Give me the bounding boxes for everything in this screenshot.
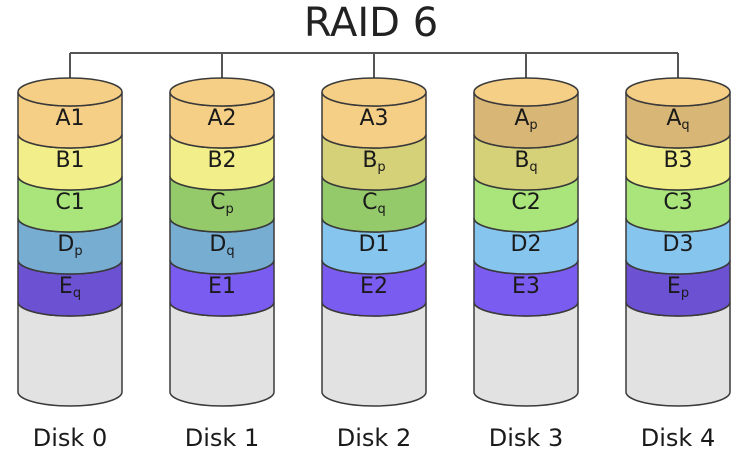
block-label: E2 (360, 274, 388, 299)
diagram-title: RAID 6 (304, 0, 438, 46)
disk-empty-space (473, 301, 579, 407)
block-label: Ap (514, 106, 537, 133)
disk-top-cap (473, 77, 579, 107)
block-label: D3 (663, 232, 694, 257)
block-label: C3 (663, 190, 692, 215)
disk-top-cap (17, 77, 123, 107)
disk-label: Disk 0 (33, 424, 107, 452)
block-label: Aq (666, 106, 689, 133)
block-label: B2 (207, 148, 236, 173)
block-label: Eq (59, 274, 81, 301)
block-label: A3 (359, 106, 388, 131)
block-label: D1 (359, 232, 390, 257)
block-label: B1 (55, 148, 84, 173)
disk-top-cap (625, 77, 731, 107)
disk-empty-space (169, 301, 275, 407)
block-label: A2 (207, 106, 236, 131)
disk-top-cap (169, 77, 275, 107)
block-label: E1 (208, 274, 236, 299)
block-label: Cq (362, 190, 386, 217)
block-label: Cp (210, 190, 234, 217)
disk-label: Disk 1 (185, 424, 259, 452)
block-label: Dp (57, 232, 82, 259)
disk-empty-space (17, 301, 123, 407)
connector-lines (69, 52, 679, 92)
block-label: C2 (511, 190, 540, 215)
disk-label: Disk 4 (641, 424, 715, 452)
block-label: Ep (667, 274, 689, 301)
block-label: Dq (209, 232, 234, 259)
disk-label: Disk 3 (489, 424, 563, 452)
disk-top-cap (321, 77, 427, 107)
disk-empty-space (625, 301, 731, 407)
block-label: Bq (514, 148, 537, 175)
block-label: Bp (362, 148, 385, 175)
block-label: C1 (55, 190, 84, 215)
block-label: E3 (512, 274, 540, 299)
disk-label: Disk 2 (337, 424, 411, 452)
block-label: A1 (55, 106, 84, 131)
block-label: D2 (511, 232, 542, 257)
block-label: B3 (663, 148, 692, 173)
disk-empty-space (321, 301, 427, 407)
